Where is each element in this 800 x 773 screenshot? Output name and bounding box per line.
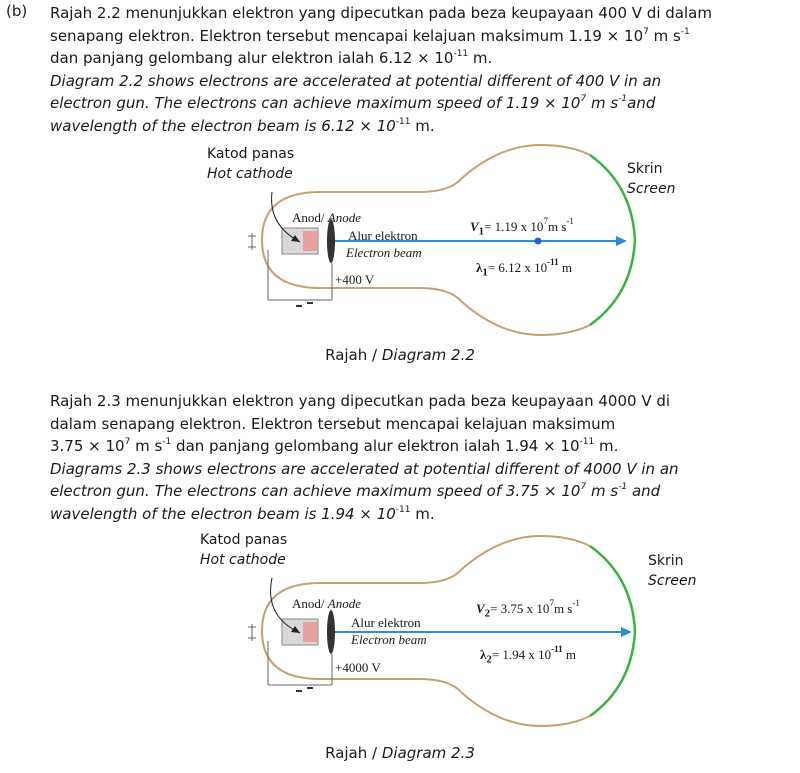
- wavelength-formula: λ1= 6.12 x 10-11 m: [476, 257, 573, 279]
- anode-plate: [327, 219, 335, 263]
- beam-label-english: Electron beam: [346, 245, 422, 260]
- intro-english-line2: electron gun. The electrons can achieve …: [50, 94, 656, 112]
- second-malay-line3: 3.75 × 107 m s-1 dan panjang gelombang a…: [50, 437, 619, 455]
- bulb-outline-bottom: [320, 678, 591, 728]
- electron-gun-diagram-1: Katod panas Hot cathode Skrin Screen Ano…: [0, 140, 800, 360]
- beam-label-malay: Alur elektron: [351, 615, 421, 630]
- screen-line: [589, 153, 637, 327]
- second-english-line3: wavelength of the electron beam is 1.94 …: [50, 504, 435, 523]
- intro-malay-line3: dan panjang gelombang alur elektron iala…: [50, 49, 493, 67]
- velocity-formula: V1= 1.19 x 107m s-1: [470, 216, 574, 238]
- part-label: (b): [6, 2, 28, 20]
- intro-malay-line2: senapang elektron. Elektron tersebut men…: [50, 26, 690, 45]
- bulb-outline-top: [320, 534, 591, 584]
- second-malay-line2: dalam senapang elektron. Elektron terseb…: [50, 414, 616, 433]
- intro-paragraph: Rajah 2.2 menunjukkan elektron yang dipe…: [50, 2, 785, 137]
- intro-english-line3: wavelength of the electron beam is 6.12 …: [50, 116, 435, 135]
- cathode-filament: [303, 231, 317, 251]
- second-english-line1: Diagrams 2.3 shows electrons are acceler…: [50, 459, 679, 478]
- screen-label-malay: Skrin: [648, 553, 684, 569]
- cathode-label-english: Hot cathode: [207, 166, 293, 182]
- anode-label: Anod/ Anode: [292, 210, 361, 225]
- beam-arrowhead: [616, 236, 627, 246]
- electron-gun-drawing-2: [248, 534, 637, 728]
- cathode-label-english: Hot cathode: [200, 552, 286, 568]
- second-malay-line1: Rajah 2.3 menunjukkan elektron yang dipe…: [50, 392, 671, 410]
- gun-tube: [260, 191, 321, 289]
- screen-label-malay: Skrin: [627, 161, 663, 177]
- wavelength-formula: λ2= 1.94 x 10-11 m: [480, 644, 577, 666]
- cathode-filament: [303, 622, 317, 642]
- anode-label: Anod/ Anode: [292, 596, 361, 611]
- voltage-label: +400 V: [335, 272, 375, 287]
- bulb-outline-bottom: [320, 287, 591, 337]
- cathode-label-malay: Katod panas: [207, 146, 295, 162]
- beam-arrowhead: [621, 627, 632, 637]
- screen-label-english: Screen: [627, 181, 676, 197]
- voltage-label: +4000 V: [335, 660, 381, 675]
- electron-dot: [534, 237, 542, 245]
- electron-gun-diagram-2: Katod panas Hot cathode Skrin Screen Ano…: [0, 528, 800, 748]
- bulb-outline-top: [320, 143, 591, 193]
- intro-malay-line1: Rajah 2.2 menunjukkan elektron yang dipe…: [50, 4, 712, 22]
- anode-plate: [327, 610, 335, 654]
- screen-label-english: Screen: [648, 573, 697, 589]
- electron-gun-drawing-1: [248, 143, 637, 337]
- beam-label-malay: Alur elektron: [348, 228, 418, 243]
- second-paragraph: Rajah 2.3 menunjukkan elektron yang dipe…: [50, 390, 785, 525]
- caption-diagram-2-2: Rajah / Diagram 2.2: [325, 346, 475, 364]
- caption-diagram-2-3: Rajah / Diagram 2.3: [325, 744, 475, 762]
- second-english-line2: electron gun. The electrons can achieve …: [50, 482, 661, 500]
- intro-english-line1: Diagram 2.2 shows electrons are accelera…: [50, 71, 662, 90]
- screen-line: [589, 544, 637, 718]
- gun-tube: [260, 582, 321, 680]
- beam-label-english: Electron beam: [351, 632, 427, 647]
- cathode-label-malay: Katod panas: [200, 532, 288, 548]
- velocity-formula: V2= 3.75 x 107m s-1: [476, 598, 580, 620]
